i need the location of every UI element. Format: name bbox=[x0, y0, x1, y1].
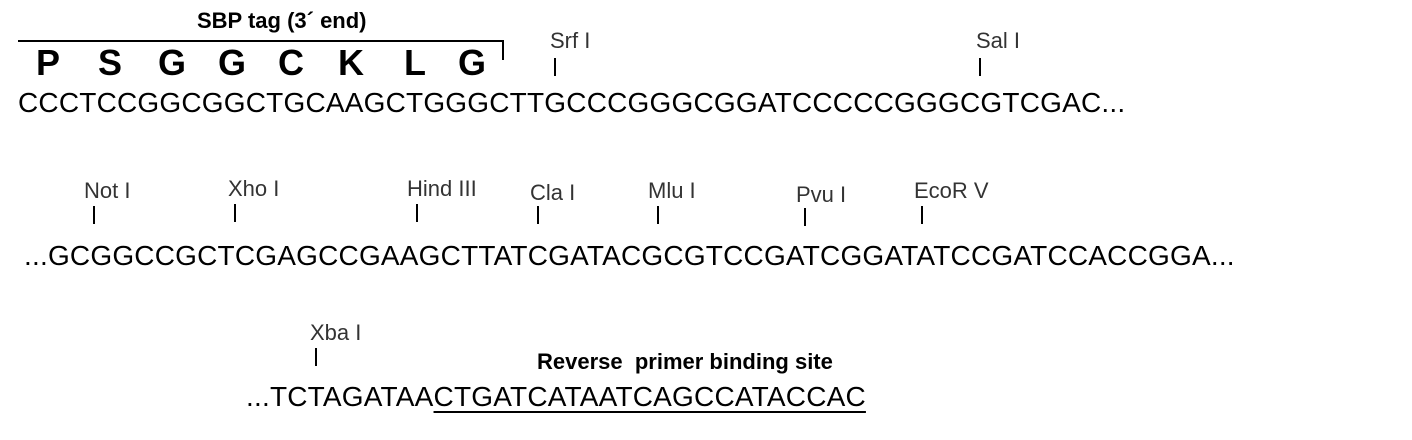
amino-acid-residue: C bbox=[278, 42, 304, 83]
amino-acid-residue: G bbox=[158, 42, 187, 83]
site-tick-hind-iii bbox=[416, 204, 418, 222]
site-label-hind-iii: Hind III bbox=[407, 176, 477, 201]
sequence-row-1: CCCTCCGGCGGCTGCAAGCTGGGCTTGCCCGGGCGGATCC… bbox=[18, 87, 1126, 118]
amino-acid-residue: S bbox=[98, 42, 123, 83]
site-tick-not-i bbox=[93, 206, 95, 224]
sbp-tag-bracket-end bbox=[502, 40, 504, 60]
site-label-cla-i: Cla I bbox=[530, 180, 576, 205]
sbp-tag-title: SBP tag (3´ end) bbox=[197, 8, 367, 33]
sequence-row-3: ...TCTAGATAACTGATCATAATCAGCCATACCAC bbox=[246, 381, 866, 413]
site-tick-ecor-v bbox=[921, 206, 923, 224]
site-tick-mlu-i bbox=[657, 206, 659, 224]
site-label-mlu-i: Mlu I bbox=[648, 178, 696, 203]
amino-acid-residue: K bbox=[338, 42, 364, 83]
amino-acid-residue: G bbox=[458, 42, 487, 83]
amino-acid-residue: L bbox=[404, 42, 426, 83]
sbp-tag-bracket-top bbox=[18, 40, 504, 42]
site-label-xba-i: Xba I bbox=[310, 320, 362, 345]
site-tick-xba-i bbox=[315, 348, 317, 366]
site-label-sal-i: Sal I bbox=[976, 28, 1021, 53]
amino-acid-residue: G bbox=[218, 42, 247, 83]
site-label-xho-i: Xho I bbox=[228, 176, 280, 201]
amino-acid-residue: P bbox=[36, 42, 61, 83]
site-label-srf-i: Srf I bbox=[550, 28, 591, 53]
sequence-row-2: ...GCGGCCGCTCGAGCCGAAGCTTATCGATACGCGTCCG… bbox=[24, 240, 1235, 271]
sequence-row-3-prefix: ...TCTAGATAA bbox=[246, 381, 434, 412]
site-tick-srf-i bbox=[554, 58, 556, 76]
site-label-ecor-v: EcoR V bbox=[914, 178, 989, 203]
site-label-not-i: Not I bbox=[84, 178, 131, 203]
site-tick-xho-i bbox=[234, 204, 236, 222]
site-tick-sal-i bbox=[979, 58, 981, 76]
site-tick-cla-i bbox=[537, 206, 539, 224]
primer-binding-site-label: Reverse primer binding site bbox=[537, 349, 833, 374]
site-label-pvu-i: Pvu I bbox=[796, 182, 847, 207]
site-tick-pvu-i bbox=[804, 208, 806, 226]
reverse-primer-sequence: CTGATCATAATCAGCCATACCAC bbox=[433, 381, 866, 412]
